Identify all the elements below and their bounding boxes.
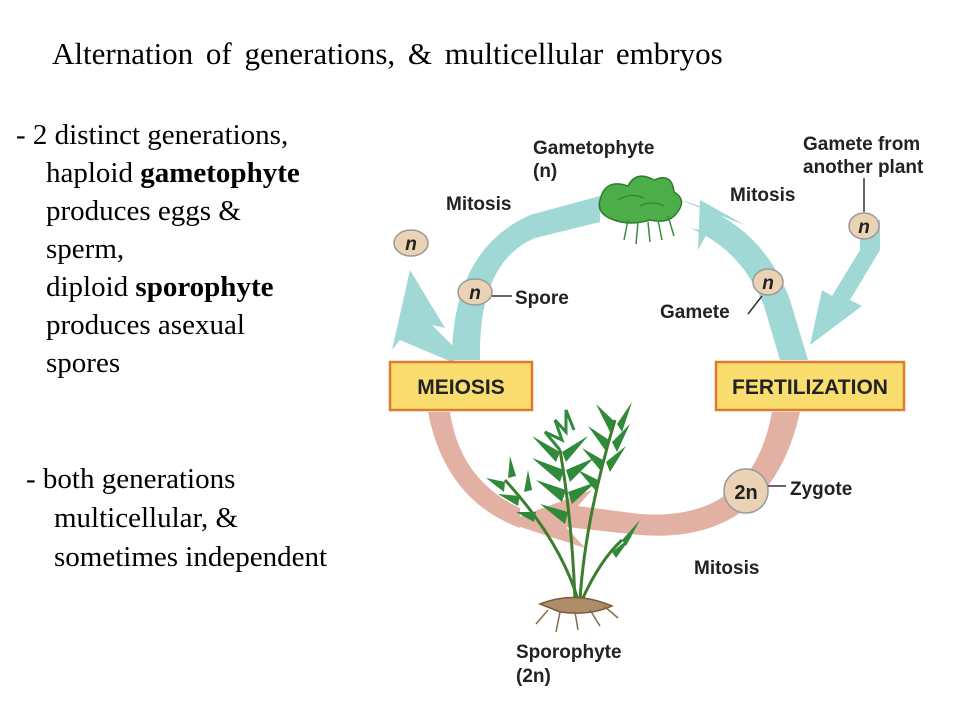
haploid-arc-right [680, 200, 808, 360]
gametophyte-thallus-icon [598, 175, 683, 245]
gamete-other-plant-label-2: another plant [803, 157, 924, 178]
meiosis-box [388, 360, 534, 412]
gametophyte-ploidy: (n) [533, 161, 557, 182]
zygote-label: Zygote [790, 479, 852, 500]
cell-n-gamete: n [752, 268, 784, 296]
text-span: haploid [46, 157, 141, 189]
cell-n-other-plant: n [848, 212, 880, 240]
sporophyte-label: Sporophyte [516, 642, 622, 663]
diploid-arc-tail [428, 412, 520, 528]
meiosis-label: MEIOSIS [417, 376, 505, 399]
bullet-line: sometimes independent [54, 541, 328, 573]
haploid-arc-left [452, 196, 600, 360]
mitosis-bottom-label: Mitosis [694, 558, 759, 579]
fertilization-label: FERTILIZATION [732, 376, 888, 399]
leader-lines [492, 178, 865, 487]
bullet-line: diploid sporophyte [16, 268, 396, 306]
ploidy-label: n [762, 273, 774, 294]
fern-sporophyte-icon [486, 402, 640, 633]
spore-release-arrow [392, 270, 462, 362]
ploidy-label: n [469, 283, 481, 304]
bullet-line: spores [46, 347, 121, 379]
text-span: diploid [46, 271, 136, 303]
cell-n-left: n [393, 229, 429, 257]
spore-label: Spore [515, 288, 569, 309]
term-gametophyte: gametophyte [140, 157, 300, 189]
bullet-line: produces asexual [46, 309, 245, 341]
bullet-line: - 2 distinct generations, [16, 119, 289, 151]
gamete-label: Gamete [660, 302, 730, 323]
ploidy-label: 2n [734, 482, 757, 504]
fertilization-box [714, 360, 906, 412]
term-sporophyte: sporophyte [135, 271, 274, 303]
ploidy-label: n [858, 217, 870, 238]
bullet-line: - both generations [26, 463, 236, 495]
cell-n-spore: n [457, 278, 493, 306]
bullet-multicellular: - both generations multicellular, & some… [26, 460, 406, 577]
ploidy-label: n [405, 234, 417, 255]
bullet-line: haploid gametophyte [16, 154, 396, 192]
diploid-arc-arrow [505, 412, 800, 548]
sporophyte-ploidy: (2n) [516, 666, 551, 687]
gametophyte-label: Gametophyte [533, 138, 654, 159]
slide-title: Alternation of generations, & multicellu… [52, 36, 723, 71]
bullet-line: sperm, [46, 233, 125, 265]
cell-2n-zygote: 2n [723, 468, 769, 514]
mitosis-right-label: Mitosis [730, 185, 795, 206]
bullet-line: produces eggs & [46, 195, 241, 227]
gamete-other-plant-label-1: Gamete from [803, 134, 920, 155]
mitosis-left-label: Mitosis [446, 194, 511, 215]
bullet-generations: - 2 distinct generations, haploid gameto… [16, 116, 396, 382]
bullet-line: multicellular, & [54, 502, 239, 534]
gamete-incoming-arrow [810, 220, 880, 345]
